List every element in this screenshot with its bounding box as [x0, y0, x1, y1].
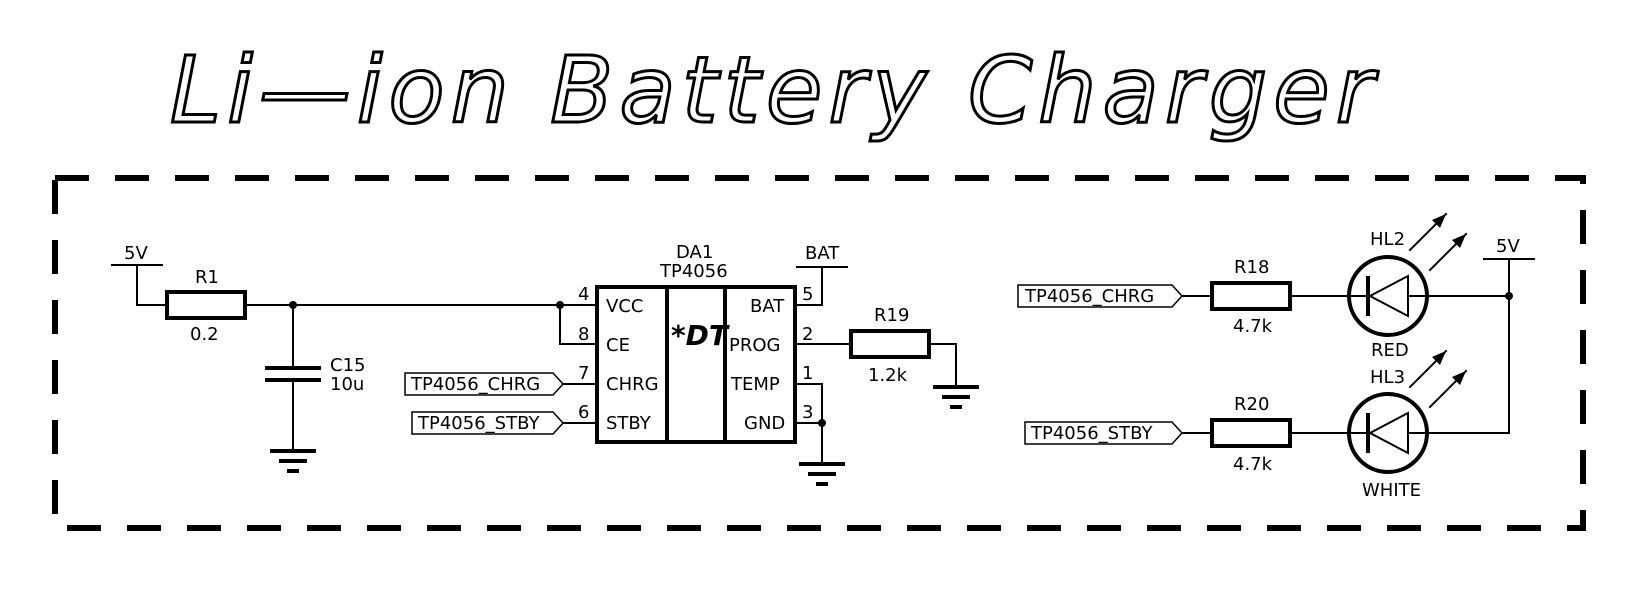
net-flag-stby-right: TP4056_STBY [1024, 421, 1184, 445]
r20-value: 4.7k [1233, 454, 1273, 475]
pin-number: 8 [578, 324, 589, 345]
r1-ref: R1 [195, 267, 219, 288]
pin-number: 5 [802, 284, 813, 305]
pin-number: 7 [578, 363, 589, 384]
pin-name: VCC [606, 296, 643, 317]
pin-number: 6 [578, 402, 589, 423]
ground-symbol [933, 385, 979, 409]
svg-text:TP4056_CHRG: TP4056_CHRG [1024, 286, 1154, 307]
hl3-ref: HL3 [1370, 367, 1405, 388]
r19-ref: R19 [874, 305, 909, 326]
svg-text:5V: 5V [124, 243, 148, 264]
resistor-r18: R18 4.7k [1210, 257, 1292, 337]
net-flag-chrg-left: TP4056_CHRG [404, 372, 565, 396]
led-hl2: HL2 RED [1347, 212, 1468, 361]
hl2-ref: HL2 [1370, 229, 1405, 250]
pin-name: STBY [606, 413, 652, 434]
r18-ref: R18 [1234, 257, 1269, 278]
ic-ref: DA1 [676, 242, 713, 263]
pin-name: PROG [729, 335, 780, 356]
pin-name: BAT [750, 296, 785, 317]
schematic-title: Li—ion Battery Charger [170, 37, 1380, 144]
power-5v-right: 5V [1483, 236, 1535, 260]
power-5v-left: 5V [111, 243, 163, 306]
hl3-color: WHITE [1362, 480, 1421, 501]
c15-ref: C15 [330, 355, 365, 376]
svg-text:TP4056_STBY: TP4056_STBY [417, 413, 540, 434]
r19-value: 1.2k [868, 365, 908, 386]
resistor-r20: R20 4.7k [1210, 394, 1292, 475]
block-frame [52, 175, 1586, 531]
ic-center-label: *DT [671, 319, 730, 352]
ic-part: TP4056 [659, 261, 728, 282]
svg-text:BAT: BAT [805, 243, 840, 264]
pin-number: 2 [802, 324, 813, 345]
svg-text:TP4056_CHRG: TP4056_CHRG [410, 374, 540, 395]
pin-number: 1 [802, 363, 813, 384]
capacitor-c15: C15 10u [265, 304, 365, 451]
c15-value: 10u [330, 374, 364, 395]
pin-number: 3 [802, 402, 813, 423]
svg-text:5V: 5V [1496, 236, 1520, 257]
pin-name: TEMP [730, 374, 780, 395]
led-hl3: HL3 WHITE [1347, 349, 1468, 501]
ground-symbol [270, 449, 316, 473]
hl2-color: RED [1371, 340, 1409, 361]
pin-name: CHRG [606, 374, 659, 395]
net-flag-stby-left: TP4056_STBY [411, 411, 565, 435]
r20-ref: R20 [1234, 394, 1269, 415]
ground-symbol [799, 462, 845, 486]
pin-name: CE [606, 335, 630, 356]
svg-text:TP4056_STBY: TP4056_STBY [1030, 423, 1153, 444]
pin-number: 4 [578, 284, 589, 305]
resistor-r1: R1 0.2 [165, 267, 247, 345]
r1-value: 0.2 [190, 324, 219, 345]
net-flag-chrg-right: TP4056_CHRG [1017, 284, 1184, 308]
power-bat: BAT [796, 243, 848, 268]
ic-da1: DA1 TP4056 *DT 4 VCC 8 CE 7 CHRG 6 STBY … [578, 242, 813, 444]
r18-value: 4.7k [1233, 316, 1273, 337]
resistor-r19: R19 1.2k [849, 305, 931, 386]
pin-name: GND [744, 413, 785, 434]
